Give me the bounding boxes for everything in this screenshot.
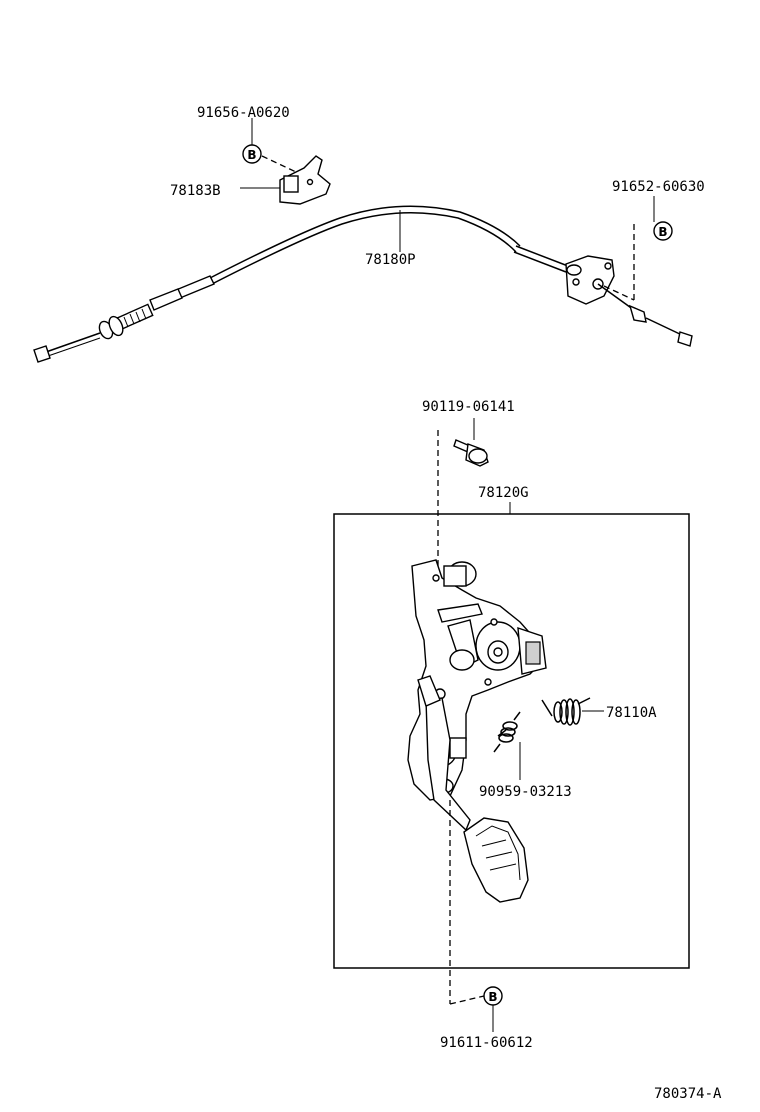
label-90119-06141: 90119-06141 — [422, 399, 515, 415]
svg-text:B: B — [247, 148, 256, 162]
label-91611-60612: 91611-60612 — [440, 1035, 533, 1051]
figure-id: 780374-A — [654, 1086, 722, 1102]
bolt-90119 — [453, 439, 489, 467]
label-91656-a0620: 91656-A0620 — [197, 105, 290, 121]
accelerator-pedal-assembly — [407, 559, 547, 903]
spring-78110a — [541, 697, 591, 726]
label-78120g: 78120G — [478, 485, 529, 501]
cable-bracket-right — [565, 255, 615, 305]
assembly-box — [333, 513, 690, 969]
dash-bottom-b — [449, 995, 485, 1005]
svg-text:B: B — [488, 990, 497, 1004]
throttle-cable — [33, 205, 693, 363]
label-91652-60630: 91652-60630 — [612, 179, 705, 195]
dash-leader-91656 — [261, 155, 297, 173]
callout-b-91656: B — [242, 144, 262, 164]
label-90959-03213: 90959-03213 — [479, 784, 572, 800]
cable-adjuster — [98, 303, 154, 340]
label-78180p: 78180P — [365, 252, 416, 268]
dash-leader-91652-b — [603, 285, 635, 301]
label-78110a: 78110A — [606, 705, 657, 721]
callout-b-91611: B — [483, 986, 503, 1006]
spring-90959 — [493, 711, 521, 753]
label-78183b: 78183B — [170, 183, 221, 199]
svg-text:B: B — [658, 225, 667, 239]
bracket-78183b — [279, 155, 331, 205]
callout-b-91652: B — [653, 221, 673, 241]
